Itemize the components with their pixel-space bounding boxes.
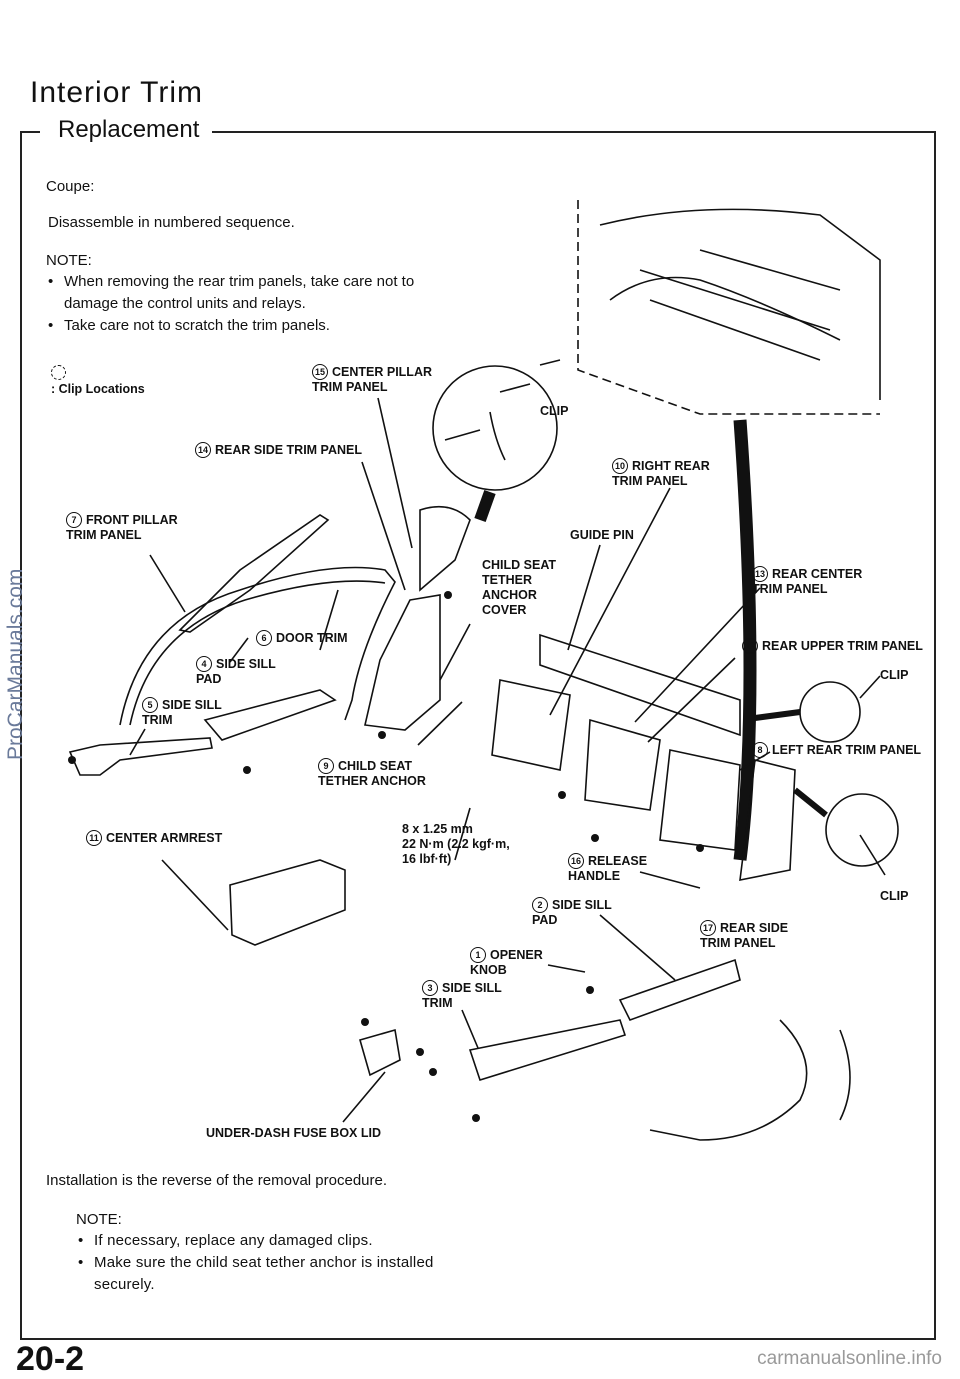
- callout-tether-cover: CHILD SEAT TETHER ANCHOR COVER: [482, 558, 557, 617]
- frame-top-right: [212, 131, 934, 133]
- door-trim-arch-inner: [129, 580, 386, 726]
- callout-fuse-box-lid: UNDER-DASH FUSE BOX LID: [206, 1126, 382, 1140]
- callout-clip-lower: CLIP: [880, 889, 909, 903]
- frame-top-left: [20, 131, 40, 133]
- rear-side-sill-pad: [618, 958, 741, 1021]
- page-number: 20-2: [16, 1340, 85, 1378]
- center-pillar-trim-panel: [419, 505, 471, 592]
- rear-shelf-sketch: [639, 249, 841, 361]
- callout-clip-upper: CLIP: [880, 668, 909, 682]
- front-side-sill-trim: [68, 737, 213, 776]
- rear-side-trim-panel: [364, 594, 441, 731]
- rear-upper-trim-panel: [539, 633, 741, 737]
- screw-icons: [68, 591, 704, 1122]
- model-label: Coupe:: [46, 178, 95, 195]
- clip-detail-circle-upper: [799, 681, 861, 743]
- rear-body-edge-sketch: [839, 1029, 851, 1121]
- instruction-text: Disassemble in numbered sequence.: [48, 214, 295, 231]
- rear-center-trim-panel: [584, 718, 661, 811]
- footer-url: carmanualsonline.info: [757, 1348, 942, 1369]
- fuse-box-lid: [359, 1028, 401, 1077]
- leader-lines: [129, 359, 886, 1123]
- installation-note-item: Make sure the child seat tether anchor i…: [76, 1252, 456, 1296]
- clip-detail-bands: [754, 709, 828, 818]
- clip-detail-circle-lower: [825, 793, 899, 867]
- callout-clip-pillar: CLIP: [540, 404, 569, 418]
- installation-note-item: If necessary, replace any damaged clips.: [76, 1230, 456, 1252]
- clip-legend: : Clip Locations: [44, 350, 145, 397]
- rear-side-sill-trim: [468, 1019, 627, 1081]
- section-title: Replacement: [52, 116, 206, 144]
- watermark: ProCarManuals.com: [4, 568, 27, 760]
- right-rear-trim-panel: [491, 679, 571, 771]
- note-item: Take care not to scratch the trim panels…: [46, 315, 466, 337]
- dashed-circle-icon: [50, 365, 66, 380]
- inset-border: [577, 200, 880, 415]
- pillar-detail-parts: [444, 383, 531, 461]
- door-trim-arch: [119, 566, 396, 726]
- content-frame: [20, 131, 936, 1340]
- torque-spec: 8 x 1.25 mm 22 N·m (2.2 kgf·m, 16 lbf·ft…: [402, 822, 510, 866]
- left-rear-trim-panel-part: [659, 749, 741, 851]
- clip-legend-text: : Clip Locations: [50, 382, 145, 396]
- rear-body-sketch: [599, 208, 881, 400]
- note-item: When removing the rear trim panels, take…: [46, 271, 466, 315]
- installation-text: Installation is the reverse of the remov…: [46, 1172, 388, 1189]
- left-rear-trim-panel: [739, 759, 796, 882]
- rear-door-sill-sketch: [649, 1019, 808, 1141]
- pillar-detail-circle: [432, 365, 558, 491]
- callout-guide-pin: GUIDE PIN: [570, 528, 634, 542]
- front-side-sill-pad: [203, 689, 337, 741]
- page-title: Interior Trim: [30, 76, 204, 109]
- inset-callout-band: [733, 419, 757, 861]
- note-list: When removing the rear trim panels, take…: [46, 271, 466, 337]
- installation-note-list: If necessary, replace any damaged clips.…: [76, 1230, 456, 1296]
- center-armrest: [229, 859, 346, 946]
- pillar-detail-stem: [474, 489, 496, 523]
- note-label: NOTE:: [46, 252, 92, 269]
- front-pillar-trim: [178, 514, 330, 633]
- installation-note-label: NOTE:: [76, 1211, 122, 1228]
